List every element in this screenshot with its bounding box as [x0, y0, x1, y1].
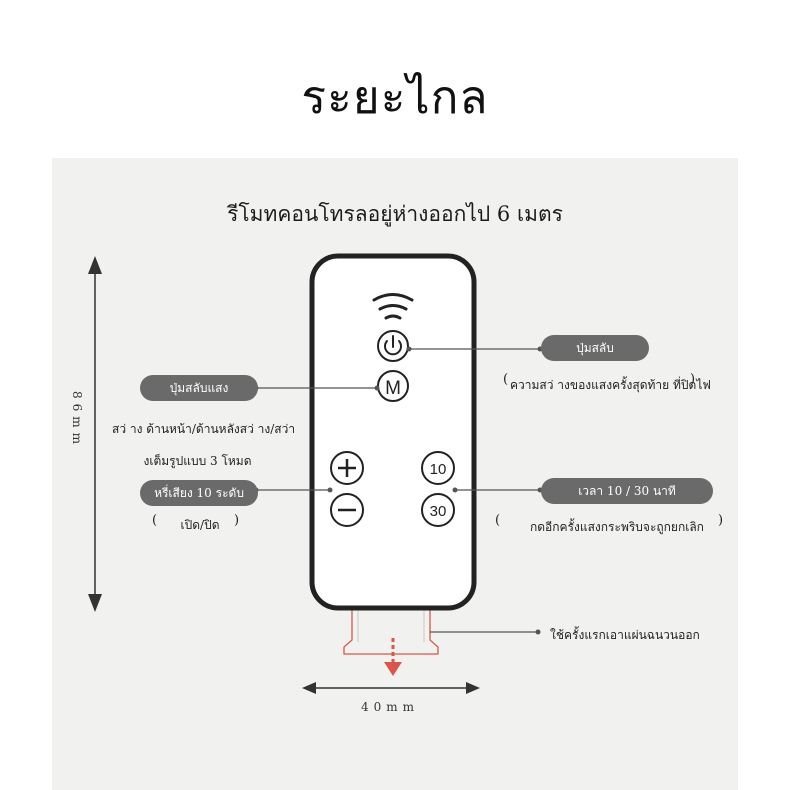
width-dimension-label: 40mm [360, 700, 420, 714]
page-title: ระยะไกล [301, 70, 489, 124]
mode-callout-note-line1: สว่ าง ด้านหน้า/ด้านหลังสว่ าง/สว่า [112, 422, 296, 436]
height-dimension-label: 86mm [70, 391, 84, 450]
dimmer-callout-note: เปิด/ปิด [180, 518, 220, 532]
signal-icon [372, 293, 414, 320]
mode-callout-note-line2: งเต็มรูปแบบ 3 โหมด [143, 454, 252, 468]
brightness-up-button[interactable] [330, 451, 364, 485]
power-button[interactable] [377, 330, 409, 362]
timer-callout-label: เวลา 10 / 30 นาที [541, 478, 713, 504]
remote-body [309, 253, 477, 611]
power-icon [384, 340, 402, 356]
timer-30-label: 30 [430, 503, 447, 520]
timer-30-button[interactable] [421, 493, 455, 527]
timer-10-button[interactable] [421, 451, 455, 485]
power-note-paren-open: ( [503, 372, 509, 387]
width-dimension-arrow [302, 682, 480, 694]
dimmer-note-paren-open: ( [152, 513, 158, 528]
battery-callout-note: ใช้ครั้งแรกเอาแผ่นฉนวนออก [550, 628, 700, 642]
insulation-tab [343, 608, 439, 676]
timer-callout-note: กดอีกครั้งแสงกระพริบจะถูกยกเลิก [530, 520, 704, 534]
timer-note-paren-close: ) [718, 513, 724, 528]
timer-note-paren-open: ( [495, 513, 501, 528]
mode-button-label: M [385, 378, 401, 399]
power-note-paren-close: ) [690, 372, 696, 387]
dimmer-note-paren-close: ) [234, 513, 240, 528]
power-callout-note: ความสว่ างของแสงครั้งสุดท้าย ที่ปิดไฟ [510, 378, 711, 392]
height-dimension-arrow [88, 256, 102, 612]
dimmer-callout-label: หรี่เสียง 10 ระดับ [140, 480, 258, 506]
diagram-subtitle: รีโมทคอนโทรลอยู่ห่างออกไป 6 เมตร [227, 202, 563, 226]
mode-callout-label: ปุ่มสลับแสง [140, 375, 258, 401]
timer-10-label: 10 [430, 461, 447, 478]
power-callout-label: ปุ่มสลับ [541, 335, 649, 361]
brightness-down-button[interactable] [330, 493, 364, 527]
